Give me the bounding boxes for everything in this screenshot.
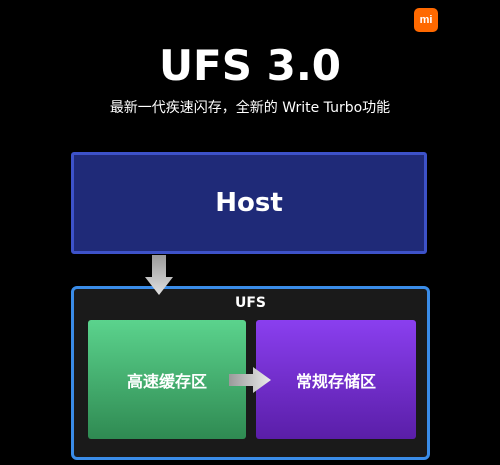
logo-text: mi: [419, 14, 433, 26]
ufs-label: UFS: [234, 295, 266, 311]
down-arrow-icon: [145, 255, 173, 295]
right-arrow-icon: [229, 367, 271, 393]
cache-area-box: 高速缓存区: [88, 320, 246, 439]
host-label: Host: [215, 188, 283, 218]
page-subtitle: 最新一代疾速闪存，全新的 Write Turbo功能: [109, 100, 391, 116]
host-box: Host: [71, 152, 427, 254]
cache-area-label: 高速缓存区: [126, 371, 207, 391]
page-title: UFS 3.0: [158, 41, 342, 90]
ufs-container: UFS 高速缓存区 常规存储区: [71, 286, 430, 460]
mi-logo: mi: [414, 8, 438, 32]
storage-area-box: 常规存储区: [256, 320, 416, 439]
storage-area-label: 常规存储区: [295, 371, 376, 391]
